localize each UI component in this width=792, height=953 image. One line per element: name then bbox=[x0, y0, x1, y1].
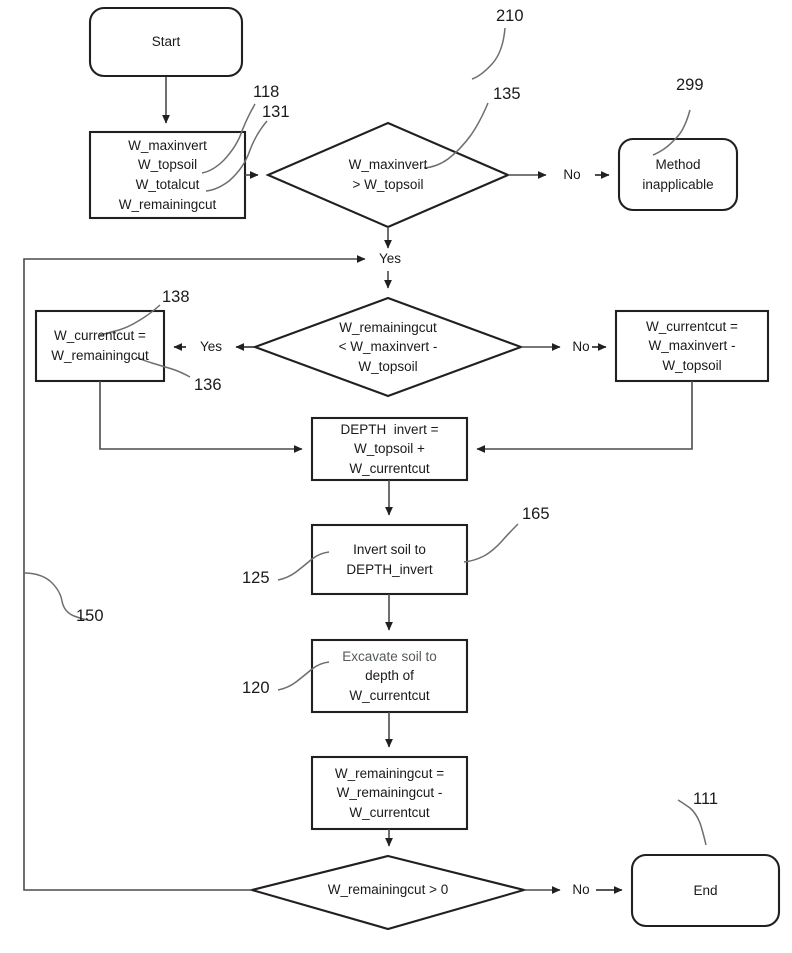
leader-120 bbox=[277, 661, 330, 691]
ref-numeral-138: 138 bbox=[162, 288, 190, 306]
leader-131 bbox=[205, 120, 268, 192]
leader-299 bbox=[652, 109, 691, 156]
edge-loop-back-yes bbox=[23, 255, 366, 891]
decision-applicable-shape[interactable] bbox=[265, 121, 511, 229]
ref-numeral-111: 111 bbox=[693, 790, 719, 808]
edge-label-no-loop: No bbox=[572, 882, 590, 897]
leader-165 bbox=[463, 523, 519, 563]
start-shape[interactable] bbox=[88, 6, 244, 78]
currentcut-remaining-shape[interactable] bbox=[34, 309, 166, 383]
leader-138 bbox=[99, 304, 161, 336]
invert-soil-shape[interactable] bbox=[310, 523, 469, 596]
excavate-soil-shape[interactable] bbox=[310, 638, 469, 714]
ref-numeral-125: 125 bbox=[242, 569, 270, 587]
edge-label-yes-remaining: Yes bbox=[199, 339, 223, 354]
update-remaining-shape[interactable] bbox=[310, 755, 469, 831]
leader-210 bbox=[471, 27, 506, 80]
leader-136 bbox=[135, 356, 191, 378]
ref-numeral-299: 299 bbox=[676, 76, 704, 94]
ref-numeral-131: 131 bbox=[262, 103, 290, 121]
ref-numeral-118: 118 bbox=[253, 83, 280, 101]
reference-leader-lines bbox=[23, 27, 707, 846]
leader-118 bbox=[201, 103, 256, 174]
decision-remaining-shape[interactable] bbox=[251, 296, 525, 398]
leader-111 bbox=[677, 799, 707, 846]
method-inapplicable-shape[interactable] bbox=[617, 137, 739, 212]
ref-numeral-120: 120 bbox=[242, 679, 270, 697]
depth-invert-shape[interactable] bbox=[310, 416, 469, 482]
leader-135 bbox=[423, 102, 489, 169]
ref-numeral-165: 165 bbox=[522, 505, 550, 523]
edge-label-no-applicable: No bbox=[563, 167, 581, 182]
edge-label-no-remaining: No bbox=[572, 339, 590, 354]
edge-currentcut-remaining-to-depth bbox=[99, 381, 303, 453]
decision-loop-shape[interactable] bbox=[247, 854, 529, 931]
connector-arrows bbox=[23, 77, 693, 894]
leader-150 bbox=[23, 572, 89, 621]
inputs-shape[interactable] bbox=[88, 130, 247, 220]
ref-numeral-135: 135 bbox=[493, 85, 521, 103]
ref-numeral-150: 150 bbox=[76, 607, 104, 625]
edge-label-yes-applicable: Yes bbox=[378, 251, 402, 266]
ref-numeral-136: 136 bbox=[194, 376, 222, 394]
end-shape[interactable] bbox=[630, 853, 781, 928]
edge-currentcut-maxinvert-to-depth bbox=[476, 381, 693, 453]
ref-numeral-210: 210 bbox=[496, 7, 524, 25]
currentcut-maxinvert-shape[interactable] bbox=[614, 309, 770, 383]
leader-125 bbox=[277, 551, 330, 581]
